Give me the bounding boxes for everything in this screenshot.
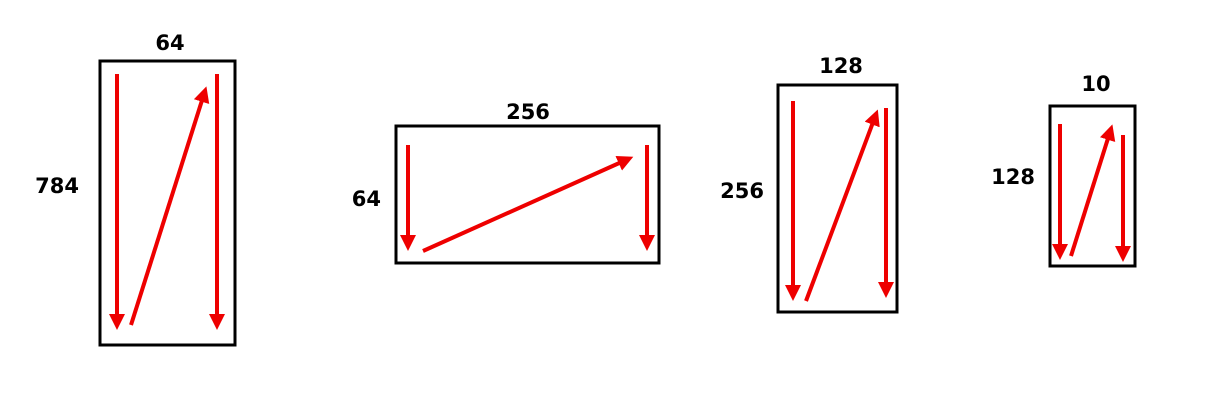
- matrix-2-height-label: 64: [351, 187, 381, 211]
- matrix-3-box: [776, 83, 899, 314]
- matrix-4-height-label: 128: [991, 165, 1035, 189]
- matrix-1-height-label: 784: [35, 174, 79, 198]
- matrix-1-box: [98, 59, 237, 347]
- matrix-3-height-label: 256: [720, 179, 764, 203]
- matrix-2-diagonal-arrow: [422, 155, 634, 253]
- matrix-4: [1048, 104, 1137, 268]
- matrix-2: [394, 124, 661, 265]
- matrix-2-box: [394, 124, 661, 265]
- matrix-4-diagonal-arrow: [1069, 124, 1116, 257]
- matrix-4-box: [1048, 104, 1137, 268]
- matrix-3-width-label: 128: [819, 54, 863, 78]
- matrix-1: [98, 59, 237, 347]
- matrix-4-width-label: 10: [1081, 72, 1111, 96]
- matrix-2-width-label: 256: [506, 100, 550, 124]
- matrix-3-diagonal-arrow: [804, 109, 880, 302]
- matrix-1-diagonal-arrow: [129, 86, 210, 326]
- matrix-3: [776, 83, 899, 314]
- matrix-1-width-label: 64: [155, 31, 185, 55]
